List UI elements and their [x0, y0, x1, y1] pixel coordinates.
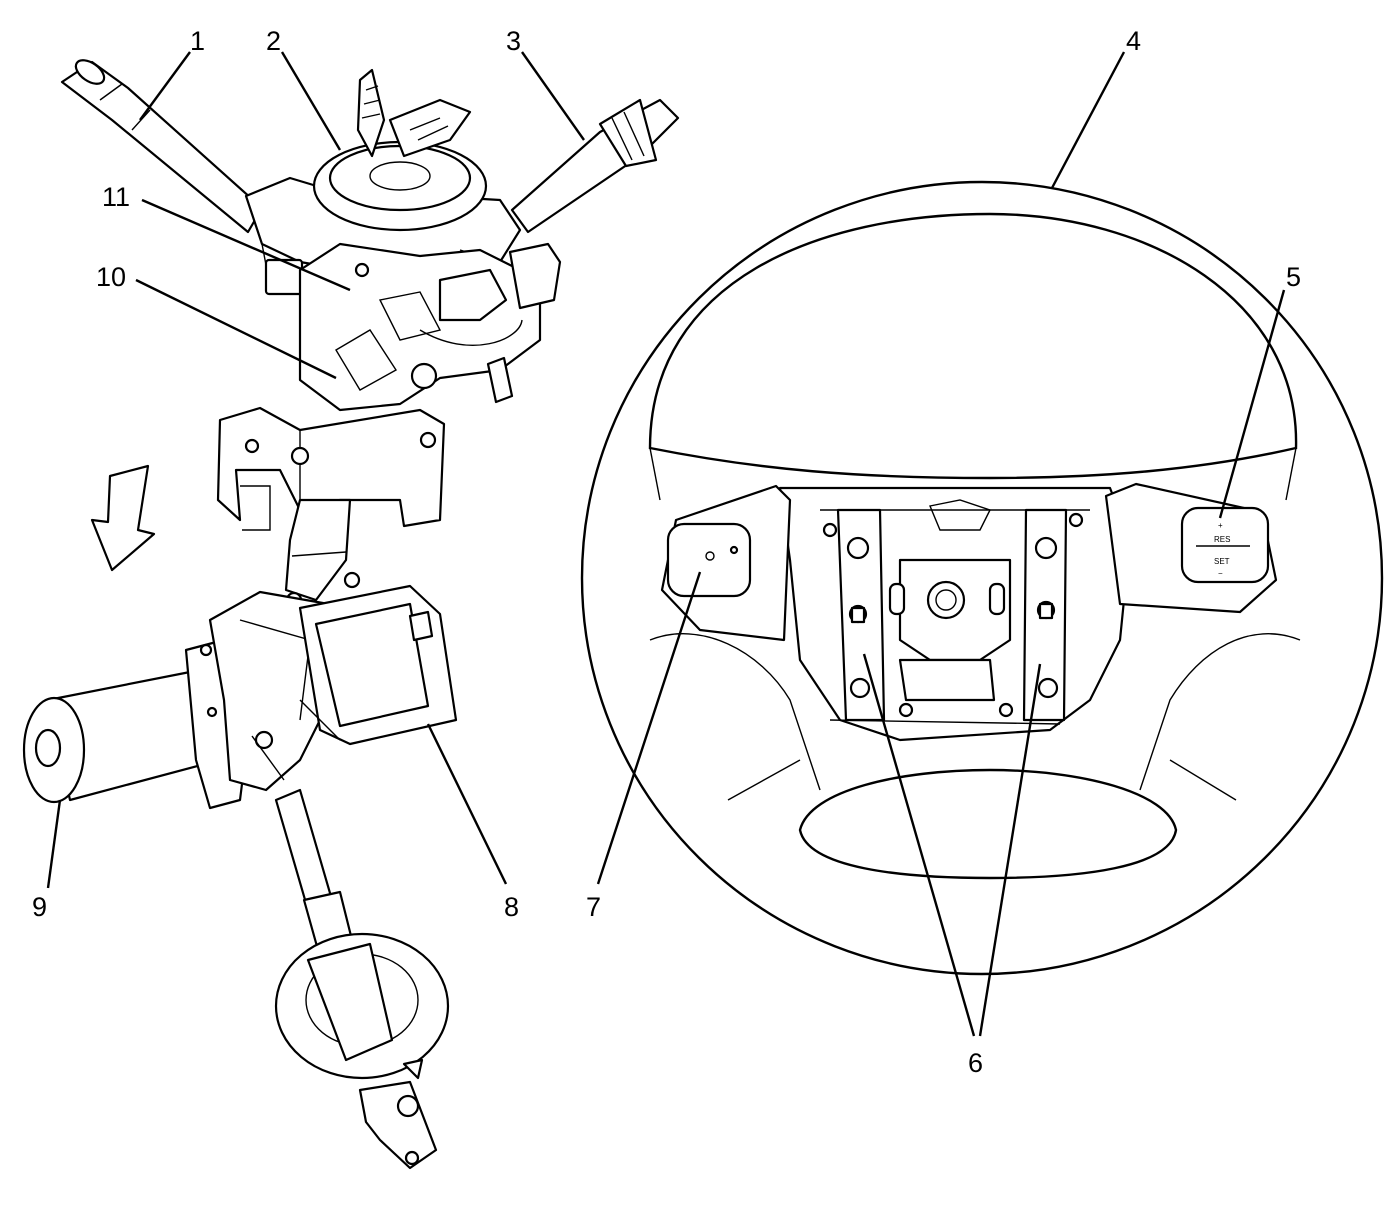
leader-8: [426, 723, 508, 885]
lower-universal-joint: [358, 1080, 438, 1170]
plus-label: +: [1218, 521, 1223, 530]
power-steering-control-module: [298, 584, 458, 746]
steering-column-assembly: [22, 59, 680, 1170]
leader-6a: [862, 653, 976, 1037]
turn-signal-lever: [60, 59, 264, 234]
set-label: SET: [1214, 557, 1230, 566]
steering-wheel-left-control-switch: [660, 484, 792, 642]
leader-2: [280, 51, 342, 151]
steering-wheel-lower-opening: [798, 768, 1178, 880]
callout-4: 4: [1126, 26, 1141, 56]
minus-label: −: [1218, 569, 1223, 578]
callout-5: 5: [1286, 262, 1301, 292]
steering-wheel-control-brackets: [822, 508, 1084, 722]
intermediate-shaft-seal: [274, 932, 450, 1080]
leader-1: [139, 51, 191, 121]
wiper-switch-lever: [510, 98, 680, 234]
leader-11: [141, 198, 351, 292]
res-label: RES: [1214, 535, 1230, 544]
leader-lines: [46, 51, 1286, 1037]
callout-7: 7: [586, 892, 601, 922]
hub-center-mount: [888, 499, 1012, 702]
callout-10: 10: [96, 262, 126, 292]
callout-8: 8: [504, 892, 519, 922]
lower-intermediate-shaft: [274, 788, 354, 952]
leader-7: [596, 571, 702, 885]
callout-3: 3: [506, 26, 521, 56]
callout-11: 11: [102, 182, 130, 212]
column-mounting-bracket: [216, 406, 446, 531]
column-switch-body: [298, 242, 562, 412]
leader-6b: [978, 663, 1042, 1037]
leader-3: [521, 51, 585, 141]
callout-9: 9: [32, 892, 47, 922]
leader-9: [46, 799, 62, 889]
leader-4: [1050, 51, 1126, 189]
callout-labels: 1 2 3 4 5 6 7 8 9 10 11: [32, 26, 1301, 1078]
upper-intermediate-shaft: [284, 498, 361, 609]
steering-wheel-upper-opening: [648, 212, 1298, 480]
callout-2: 2: [266, 26, 281, 56]
sir-coil-clock-spring: [312, 68, 488, 232]
steering-wheel-assembly: RES SET + −: [580, 180, 1384, 976]
steering-wheel-right-control-switch: RES SET + −: [1104, 482, 1278, 614]
leader-5: [1218, 289, 1286, 519]
callout-6: 6: [968, 1048, 983, 1078]
power-steering-motor: [22, 638, 252, 810]
forward-direction-arrow: [90, 464, 156, 572]
callout-1: 1: [190, 26, 205, 56]
leader-10: [135, 278, 337, 380]
